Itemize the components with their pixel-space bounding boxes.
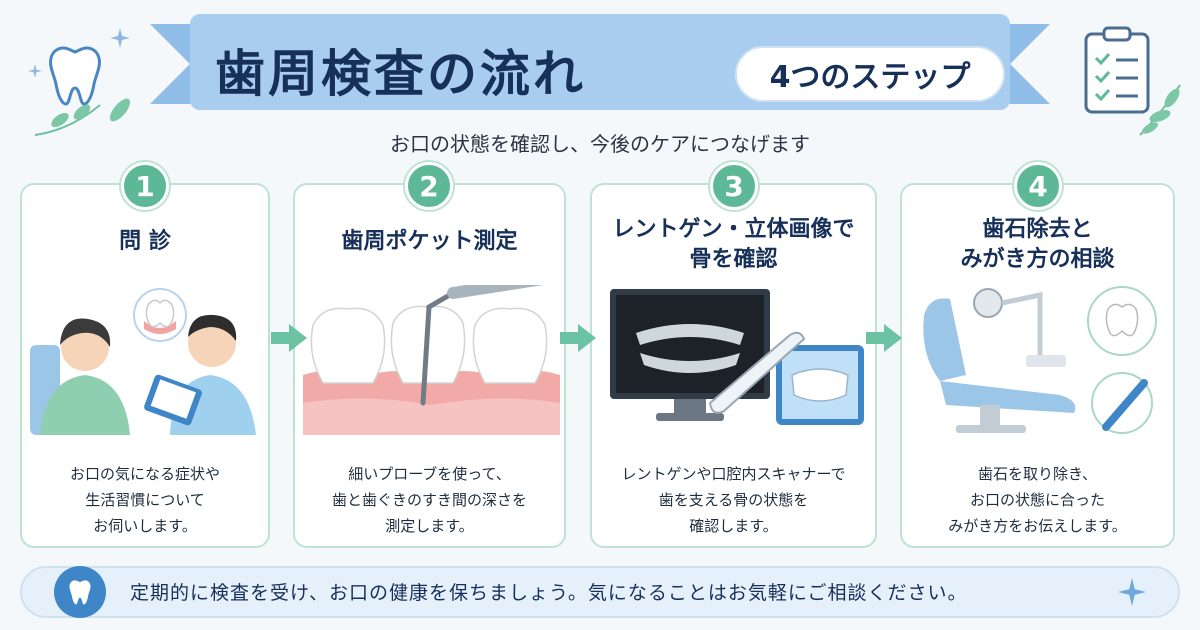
step-description: お口の気になる症状や 生活習慣について お伺いします。 [69, 465, 220, 535]
leaf-icon [1139, 84, 1181, 136]
sparkle-icon [110, 28, 130, 48]
step-title: 歯周ポケット測定 [341, 229, 518, 254]
pocket-probe-illustration [303, 285, 560, 435]
step-card-2: 歯周ポケット測定 細いプローブを使って、 歯と歯ぐきのすき間の深さを 測定します… [293, 183, 566, 548]
sparkle-icon [28, 64, 42, 78]
steps-count-badge: 4つのステップ [735, 46, 1005, 102]
dental-chair-illustration [923, 286, 1157, 434]
consultation-illustration [30, 288, 256, 435]
step-card-4: 歯石除去と みがき方の相談 歯石を取り除き、 お口の状態に合った みがき方をお伝… [900, 183, 1175, 548]
tooth-icon [49, 46, 101, 106]
arrow-right-icon [271, 324, 307, 352]
arrow-right-icon [866, 324, 902, 352]
clipboard-icon [1084, 26, 1150, 114]
step-description: 細いプローブを使って、 歯と歯ぐきのすき間の深さを 測定します。 [331, 465, 527, 535]
arrow-right-icon [560, 324, 596, 352]
step-description: レントゲンや口腔内スキャナーで 歯を支える骨の状態を 確認します。 [621, 465, 846, 535]
sparkle-icon [1118, 578, 1146, 606]
step-title: 問 診 [119, 229, 171, 254]
step-number-badge: 3 [710, 162, 758, 210]
footer-message: 定期的に検査を受け、お口の健康を保ちましょう。気になることはお気軽にご相談くださ… [130, 582, 968, 604]
step-title: 歯石除去と みがき方の相談 [960, 217, 1115, 272]
page-subtitle: お口の状態を確認し、今後のケアにつなげます [390, 132, 810, 156]
step-description: 歯石を取り除き、 お口の状態に合った みがき方をお伝えします。 [948, 465, 1127, 535]
step-number-badge: 2 [405, 162, 453, 210]
step-card-1: 問 診 お口の気になる症状や 生活習慣について お伺いします。 [20, 183, 270, 548]
leaf-icon [34, 98, 131, 136]
footer-banner [20, 566, 1180, 618]
page-title: 歯周検査の流れ [215, 45, 586, 103]
xray-scanner-illustration [610, 289, 864, 425]
step-number-badge: 1 [121, 162, 169, 210]
step-number-badge: 4 [1014, 162, 1062, 210]
step-card-3: レントゲン・立体画像で 骨を確認 レントゲンや口腔内スキャナーで 歯を支える骨の… [590, 183, 877, 548]
tooth-icon [54, 566, 106, 618]
step-title: レントゲン・立体画像で 骨を確認 [612, 217, 855, 272]
